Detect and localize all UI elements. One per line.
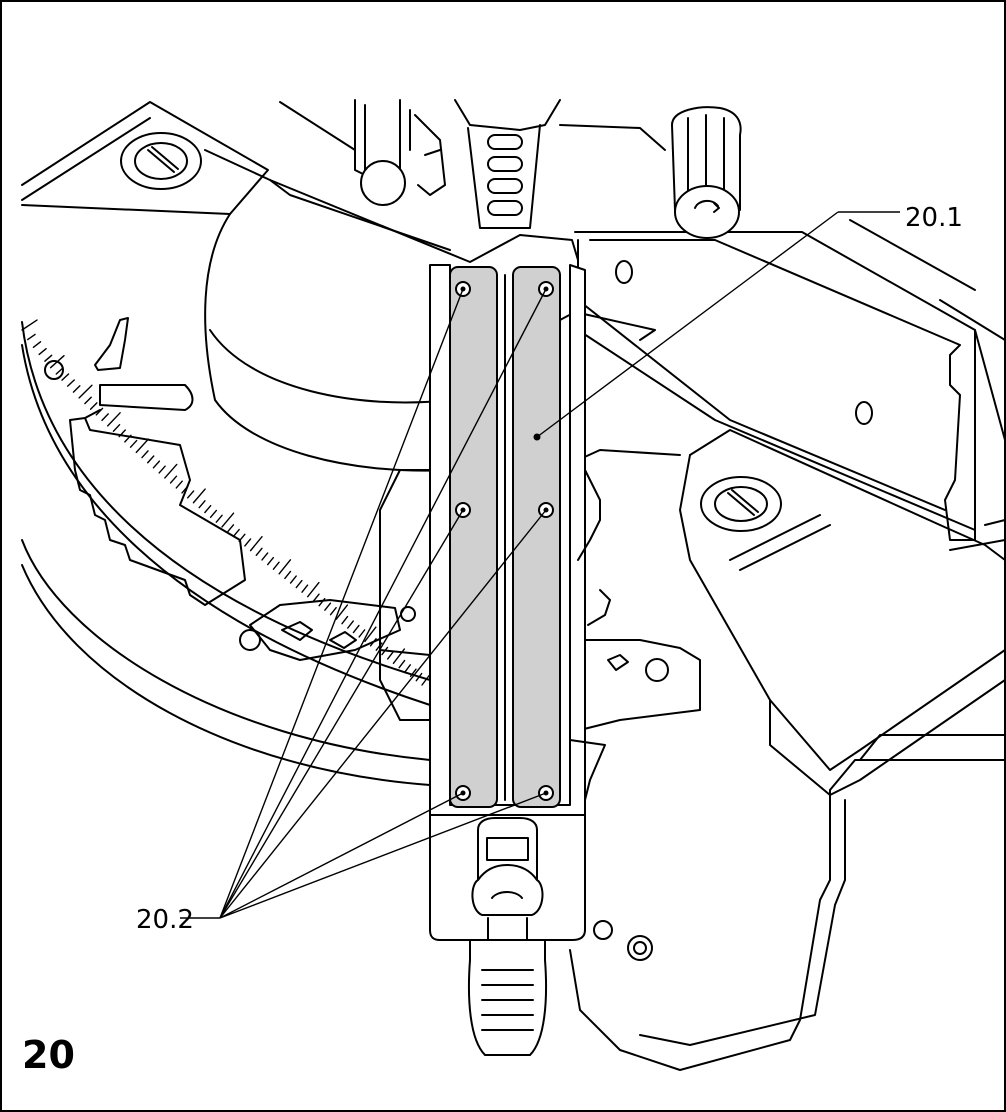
saw-head <box>204 99 742 263</box>
scale-tick <box>61 373 70 381</box>
scale-tick <box>249 536 263 552</box>
callout-20-2-leaders <box>180 288 547 919</box>
scale-tick <box>221 512 235 528</box>
scale-tick <box>147 455 155 464</box>
scale-tick <box>387 651 394 660</box>
scale-tick <box>84 396 92 405</box>
callout-label-20-1: 20.1 <box>905 203 963 233</box>
miter-table-right <box>559 219 1006 1071</box>
scale-tick <box>347 620 354 629</box>
scale-tick <box>198 500 206 509</box>
scale-tick <box>187 490 195 499</box>
scale-tick <box>301 584 309 593</box>
scale-tick <box>135 438 150 454</box>
scale-tick <box>158 465 166 474</box>
scale-tick <box>44 354 53 362</box>
scale-tick <box>227 524 235 533</box>
insert-plate-left <box>449 266 498 808</box>
scale-tick <box>278 559 292 575</box>
scale-tick <box>112 423 121 432</box>
scale-tick <box>152 460 161 469</box>
scale-tick <box>38 347 47 356</box>
scale-tick <box>341 615 349 625</box>
miter-scale-ticks <box>21 319 434 686</box>
scale-tick <box>107 412 121 427</box>
scale-tick <box>364 626 377 643</box>
scale-tick <box>72 385 81 393</box>
scale-tick <box>21 319 38 331</box>
scale-tick <box>335 604 349 620</box>
scale-tick <box>404 664 411 673</box>
scale-tick <box>324 602 332 611</box>
scale-tick <box>67 379 75 387</box>
scale-tick <box>312 593 320 602</box>
scale-tick <box>255 547 263 557</box>
scale-tick <box>415 672 423 682</box>
scale-tick <box>329 606 337 616</box>
scale-tick <box>164 463 178 479</box>
scale-tick <box>352 624 360 634</box>
front-lock-handle <box>467 817 548 1056</box>
scale-tick <box>244 538 252 547</box>
scale-tick <box>89 402 98 410</box>
scale-tick <box>204 504 212 514</box>
callout-20-1-leader <box>533 211 900 441</box>
scale-tick <box>27 333 36 341</box>
scale-tick <box>409 668 417 678</box>
scale-tick <box>358 629 366 638</box>
scale-tick <box>32 341 42 348</box>
scale-tick <box>141 450 149 459</box>
scale-tick <box>398 659 406 669</box>
scale-tick <box>192 488 206 504</box>
scale-tick <box>101 413 109 422</box>
callout-label-20-2: 20.2 <box>136 905 194 935</box>
scale-tick <box>307 581 320 598</box>
scale-tick <box>129 439 138 448</box>
scale-tick <box>267 556 275 566</box>
scale-tick <box>295 579 303 589</box>
scale-tick <box>289 575 297 584</box>
scale-tick <box>261 552 269 561</box>
scale-tick <box>272 561 280 570</box>
scale-tick <box>215 514 223 523</box>
scale-tick <box>175 480 183 489</box>
insert-plate-right <box>512 266 561 808</box>
scale-tick <box>55 367 64 375</box>
scale-tick <box>169 475 178 484</box>
scale-tick <box>209 509 218 519</box>
scale-tick <box>284 570 292 580</box>
figure-number: 20 <box>22 1033 75 1077</box>
scale-tick <box>78 384 93 399</box>
scale-tick <box>95 407 104 416</box>
scale-tick <box>232 528 240 538</box>
